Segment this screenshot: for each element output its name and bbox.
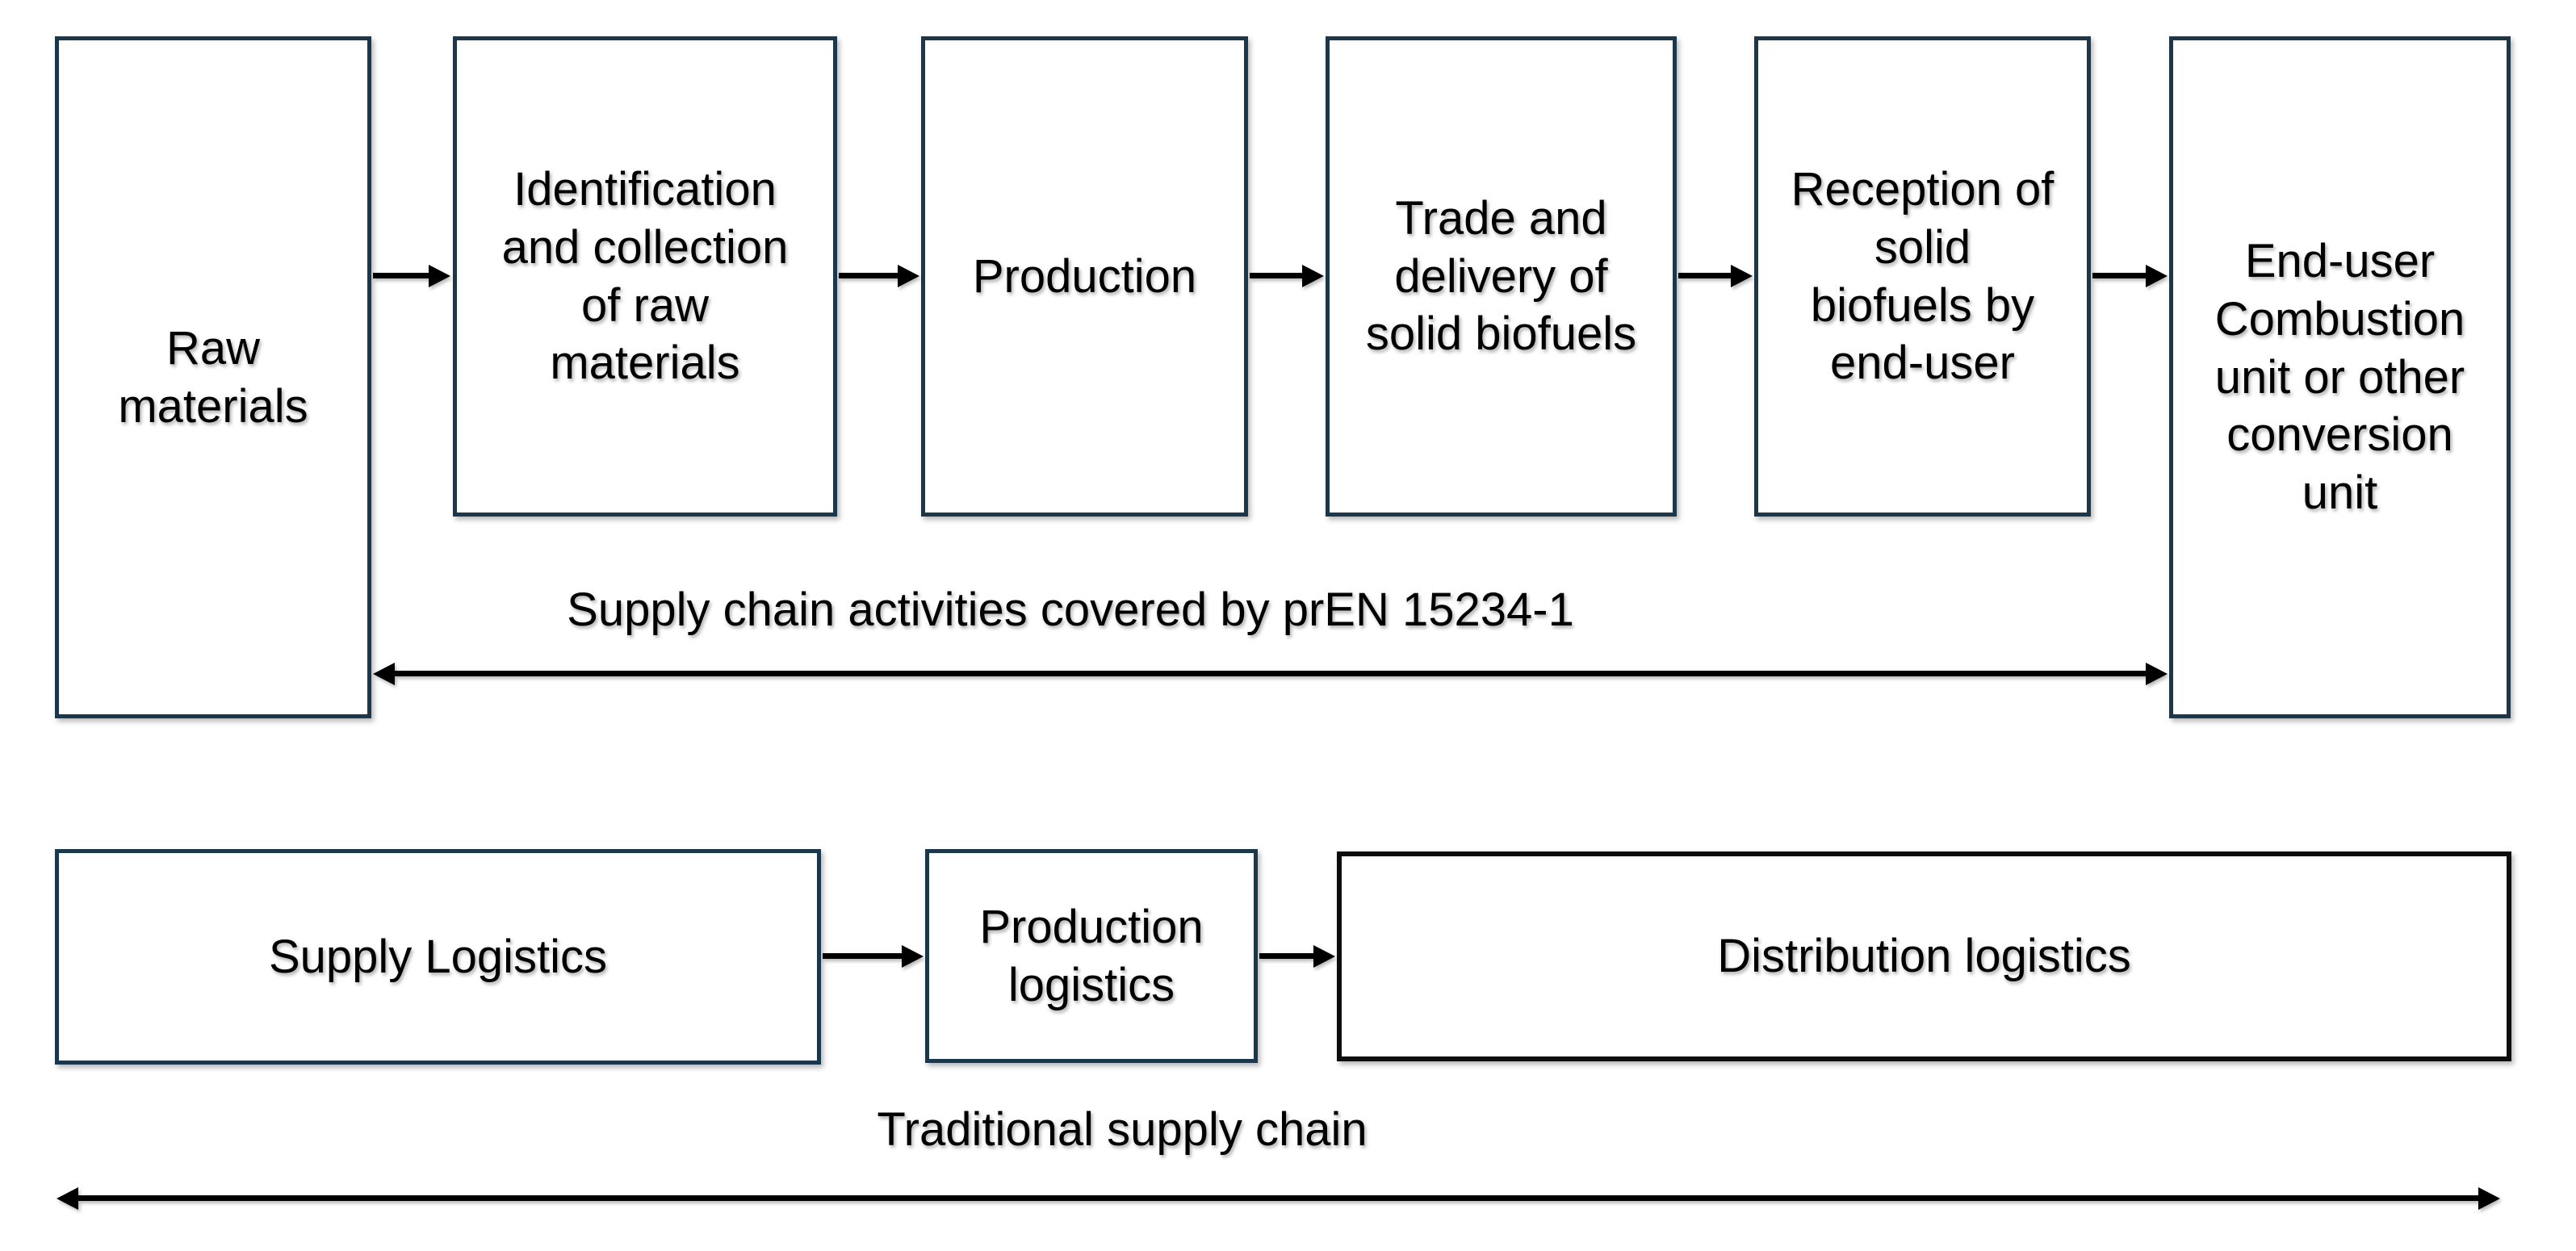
arrowhead-right-icon — [898, 265, 919, 287]
box-label: Identification and collection of raw mat… — [501, 162, 789, 390]
box-label: Trade and delivery of solid biofuels — [1365, 191, 1637, 361]
box-label: Supply Logistics — [268, 930, 608, 983]
arrowhead-right-icon — [2478, 1187, 2500, 1210]
box-distribution-logistics: Distribution logistics — [1337, 851, 2511, 1061]
arrowhead-right-icon — [2146, 663, 2168, 685]
arrowhead-right-icon — [902, 945, 924, 968]
arrow-identification-to-production — [839, 265, 919, 287]
arrow-shaft — [1678, 273, 1733, 278]
arrow-shaft — [392, 671, 2148, 676]
box-label: Distribution logistics — [1717, 930, 2131, 983]
arrow-shaft — [76, 1195, 2481, 1201]
box-reception-by-end-user: Reception of solid biofuels by end-user — [1754, 36, 2091, 517]
arrow-shaft — [2092, 273, 2148, 278]
box-raw-materials: Raw materials — [55, 36, 371, 718]
arrow-shaft — [823, 953, 904, 959]
arrow-trade-to-reception — [1678, 265, 1753, 287]
arrow-raw-to-identification — [373, 265, 450, 287]
arrowhead-right-icon — [429, 265, 450, 287]
box-label: Reception of solid biofuels by end-user — [1791, 162, 2055, 390]
arrowhead-right-icon — [1731, 265, 1753, 287]
covered-scope-label: Supply chain activities covered by prEN … — [567, 584, 1574, 636]
arrow-shaft — [1250, 273, 1305, 278]
arrow-supply-to-production-logistics — [823, 945, 924, 968]
arrow-production-to-trade — [1250, 265, 1324, 287]
arrow-production-to-distribution-logistics — [1259, 945, 1335, 968]
arrow-shaft — [839, 273, 900, 278]
box-identification-and-collection: Identification and collection of raw mat… — [453, 36, 837, 517]
traditional-supply-chain-label: Traditional supply chain — [877, 1103, 1368, 1156]
box-label: Production logistics — [979, 900, 1204, 1011]
arrow-shaft — [373, 273, 431, 278]
arrowhead-left-icon — [57, 1187, 78, 1210]
arrow-reception-to-end-user — [2092, 265, 2168, 287]
arrow-covered-scope-span — [373, 663, 2168, 685]
box-label: Raw materials — [118, 321, 308, 433]
box-label: Production — [972, 249, 1197, 303]
box-trade-and-delivery: Trade and delivery of solid biofuels — [1326, 36, 1677, 517]
arrowhead-right-icon — [2146, 265, 2168, 287]
arrow-traditional-supply-chain-span — [57, 1187, 2500, 1210]
box-supply-logistics: Supply Logistics — [55, 849, 821, 1065]
box-production-logistics: Production logistics — [925, 849, 1258, 1063]
arrowhead-right-icon — [1313, 945, 1335, 968]
box-end-user-combustion-unit: End-user Combustion unit or other conver… — [2169, 36, 2511, 718]
box-production: Production — [921, 36, 1248, 517]
arrow-shaft — [1259, 953, 1316, 959]
arrowhead-right-icon — [1302, 265, 1324, 287]
box-label: End-user Combustion unit or other conver… — [2214, 234, 2465, 520]
arrowhead-left-icon — [373, 663, 395, 685]
